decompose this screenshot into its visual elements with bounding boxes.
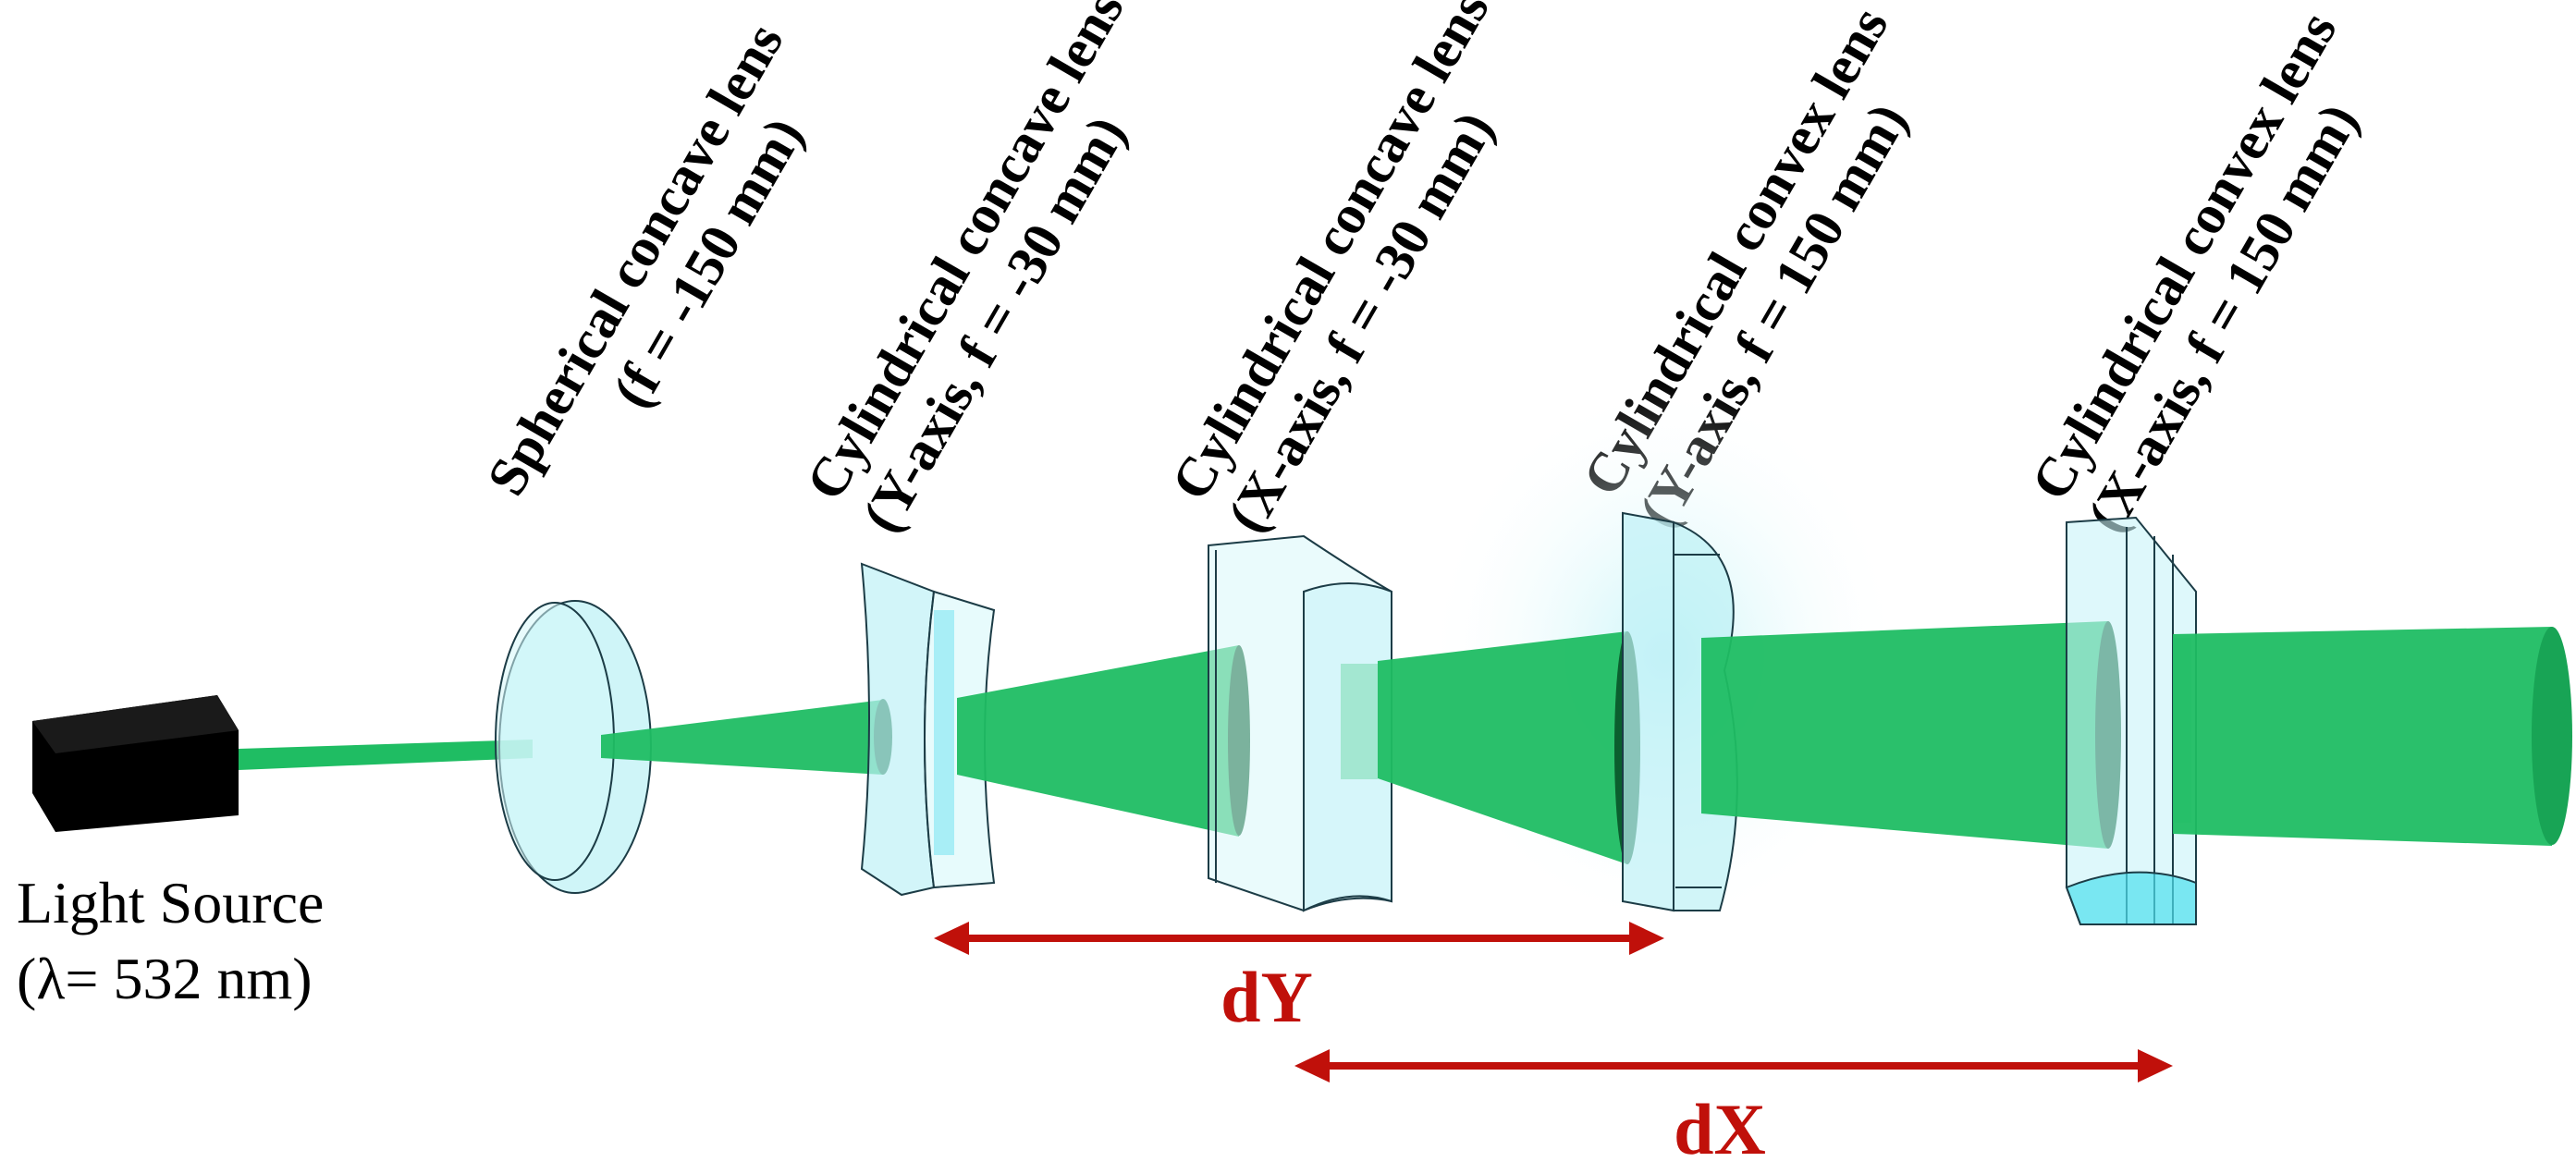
- lens-2-label: Cylindrical concave lens (Y-axis, f = -3…: [794, 0, 1198, 543]
- beam-segment-2: [601, 700, 883, 775]
- lens-1-type: Spherical concave lens: [475, 13, 794, 505]
- dx-distance-arrow: [1294, 1049, 2173, 1082]
- lens-labels: Spherical concave lens (f = -150 mm) Cyl…: [475, 0, 2411, 543]
- beam-segment-6: [2173, 627, 2552, 846]
- dy-distance-arrow: [934, 922, 1664, 955]
- dx-label: dX: [1674, 1089, 1766, 1169]
- lens-1-label: Spherical concave lens (f = -150 mm): [475, 1, 858, 537]
- beam-segment-4: [1378, 631, 1627, 864]
- lens-3-cylindrical-concave-x: [1208, 534, 1392, 912]
- dy-label: dY: [1221, 957, 1313, 1037]
- beam-end-cap: [2532, 627, 2572, 845]
- lens-5-label: Cylindrical convex lens (X-axis, f = 150…: [2019, 0, 2411, 543]
- lens-1-spherical-concave: [495, 600, 652, 894]
- light-source-wavelength: (λ= 532 nm): [17, 946, 313, 1011]
- beam-segment-3: [957, 645, 1239, 837]
- beam-segment-5: [1701, 621, 2108, 849]
- light-source-name: Light Source: [17, 870, 324, 936]
- beam-segment-1: [239, 740, 533, 770]
- light-source-laser: [32, 695, 239, 832]
